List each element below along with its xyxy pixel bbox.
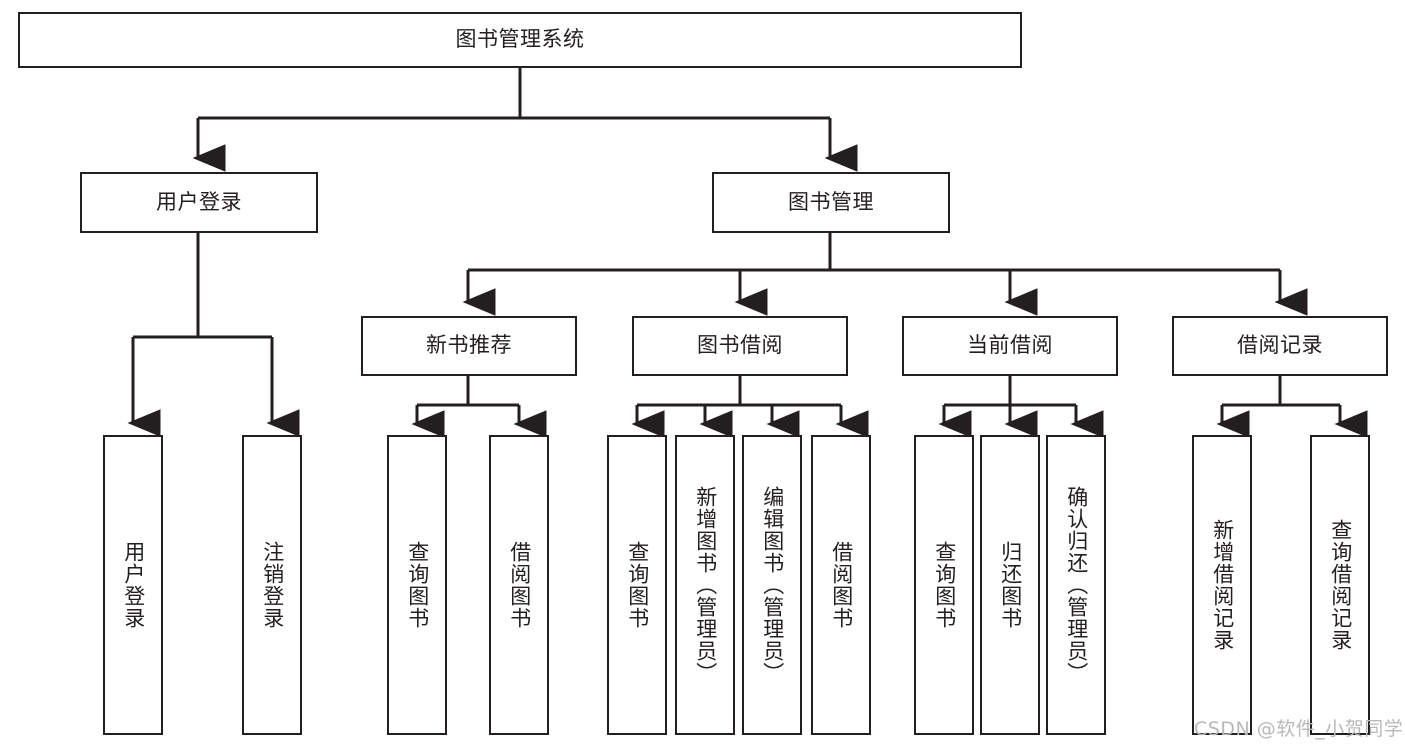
node-label: 当前借阅	[967, 333, 1053, 358]
node-leaf-return-book[interactable]: 归还图书	[980, 435, 1040, 735]
node-label: 用户登录	[156, 189, 242, 214]
node-label: 编辑图书（管理员）	[760, 486, 785, 684]
node-label: 用户登录	[121, 541, 146, 629]
node-label: 借阅记录	[1237, 333, 1323, 358]
node-leaf-confirm-return-admin[interactable]: 确认归还（管理员）	[1046, 435, 1106, 735]
node-leaf-query-borrow-record[interactable]: 查询借阅记录	[1310, 435, 1370, 735]
node-leaf-borrow-book-recommend[interactable]: 借阅图书	[489, 435, 549, 735]
node-borrow-record[interactable]: 借阅记录	[1172, 316, 1388, 376]
csdn-watermark: CSDN @软件_小贺同学	[1194, 718, 1404, 740]
node-leaf-query-book-current[interactable]: 查询图书	[914, 435, 974, 735]
node-label: 新书推荐	[426, 333, 512, 358]
node-label: 新增图书（管理员）	[693, 486, 718, 684]
node-leaf-add-borrow-record[interactable]: 新增借阅记录	[1192, 435, 1252, 735]
node-label: 查询图书	[625, 541, 650, 629]
node-label: 新增借阅记录	[1210, 519, 1235, 651]
node-label: 归还图书	[998, 541, 1023, 629]
node-label: 图书管理系统	[455, 27, 585, 52]
node-label: 图书管理	[788, 189, 874, 214]
node-leaf-logout[interactable]: 注销登录	[242, 435, 302, 735]
node-leaf-edit-book-admin[interactable]: 编辑图书（管理员）	[742, 435, 802, 735]
node-leaf-query-book-borrow[interactable]: 查询图书	[607, 435, 667, 735]
node-label: 查询图书	[932, 541, 957, 629]
node-label: 借阅图书	[829, 541, 854, 629]
node-book-borrow[interactable]: 图书借阅	[632, 316, 848, 376]
node-leaf-user-login[interactable]: 用户登录	[103, 435, 163, 735]
node-leaf-add-book-admin[interactable]: 新增图书（管理员）	[675, 435, 735, 735]
node-user-login[interactable]: 用户登录	[80, 172, 318, 233]
node-label: 注销登录	[260, 541, 285, 629]
node-label: 查询图书	[405, 541, 430, 629]
node-leaf-borrow-book[interactable]: 借阅图书	[811, 435, 871, 735]
node-new-book-recommend[interactable]: 新书推荐	[361, 316, 577, 376]
node-label: 确认归还（管理员）	[1064, 486, 1089, 684]
node-leaf-query-book-recommend[interactable]: 查询图书	[387, 435, 447, 735]
node-label: 查询借阅记录	[1328, 519, 1353, 651]
node-root-system[interactable]: 图书管理系统	[18, 12, 1022, 68]
node-label: 图书借阅	[697, 333, 783, 358]
node-current-borrow[interactable]: 当前借阅	[902, 316, 1118, 376]
node-label: 借阅图书	[507, 541, 532, 629]
node-book-management[interactable]: 图书管理	[712, 172, 950, 233]
